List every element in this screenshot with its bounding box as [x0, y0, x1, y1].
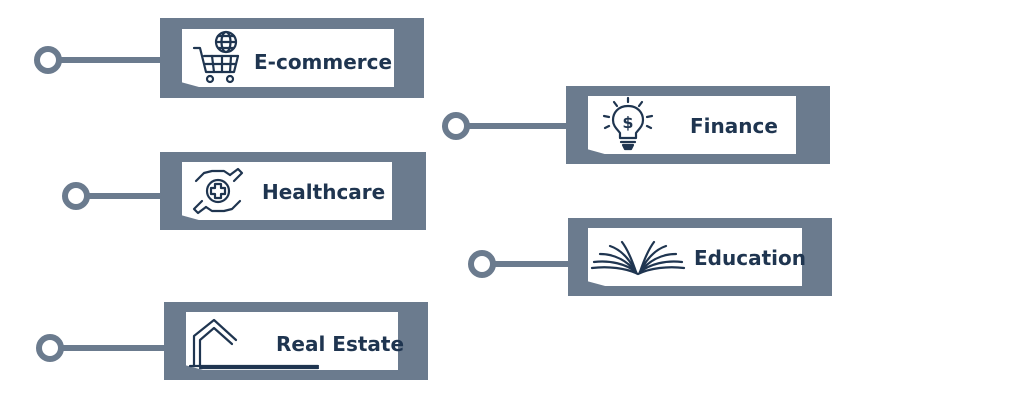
label-card: [588, 228, 802, 286]
hands-medical-cross-icon: [192, 167, 244, 215]
tag-finance: $ Finance: [440, 86, 832, 166]
tag-ecommerce: E-commerce: [32, 18, 424, 98]
connector-finance: [442, 112, 575, 140]
label-healthcare: Healthcare: [262, 180, 386, 204]
tag-education: Education: [468, 218, 832, 296]
lightbulb-dollar-icon: $: [602, 96, 654, 151]
svg-text:$: $: [622, 113, 633, 132]
label-ecommerce: E-commerce: [254, 50, 393, 74]
connector-education: [468, 250, 578, 278]
label-card: [186, 312, 398, 370]
tag-realestate: Real Estate: [34, 302, 428, 382]
label-finance: Finance: [690, 114, 778, 138]
label-realestate: Real Estate: [276, 332, 405, 356]
label-education: Education: [694, 246, 806, 270]
connector-ecommerce: [34, 46, 167, 74]
shopping-cart-globe-icon: [192, 30, 240, 84]
tag-healthcare: Healthcare: [60, 152, 426, 230]
connector-healthcare: [62, 182, 168, 210]
open-book-icon: [590, 240, 686, 276]
connector-realestate: [36, 334, 174, 362]
house-icon: [188, 318, 320, 370]
